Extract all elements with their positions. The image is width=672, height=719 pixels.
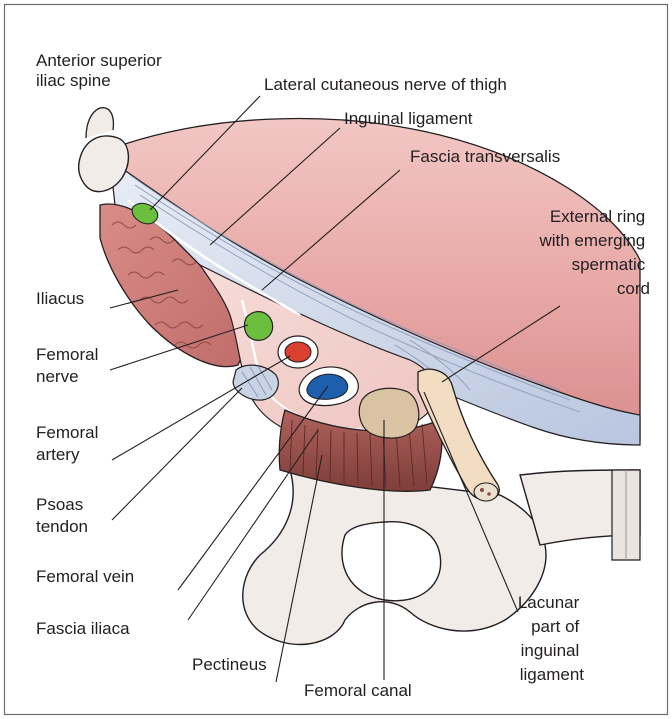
cord-vessel [480, 488, 484, 492]
label-inguinal-ligament: Inguinal ligament [344, 109, 473, 128]
femoral-artery-shape [285, 342, 311, 362]
label-pectineus: Pectineus [192, 655, 267, 674]
cord-vessel [487, 492, 491, 496]
label-fascia-transversalis: Fascia transversalis [410, 147, 560, 166]
label-femoral-canal: Femoral canal [304, 681, 412, 700]
label-femoral-vein: Femoral vein [36, 567, 134, 586]
femoral-nerve-shape [244, 312, 272, 341]
label-psoas-tendon: Psoas tendon [36, 495, 88, 536]
femoral-canal-shape [359, 388, 419, 438]
label-lacunar: Lacunar part of inguinal ligament [518, 593, 584, 684]
leader-psoas [112, 388, 242, 520]
label-fascia-iliaca: Fascia iliaca [36, 619, 130, 638]
label-lateral-cutaneous-nerve: Lateral cutaneous nerve of thigh [264, 75, 507, 94]
cord-cut-end [474, 483, 498, 501]
label-femoral-nerve: Femoral nerve [36, 345, 103, 386]
label-femoral-artery: Femoral artery [36, 423, 103, 464]
label-iliacus: Iliacus [36, 289, 84, 308]
label-asis: Anterior superior iliac spine [36, 51, 166, 90]
asis-process [86, 108, 113, 138]
